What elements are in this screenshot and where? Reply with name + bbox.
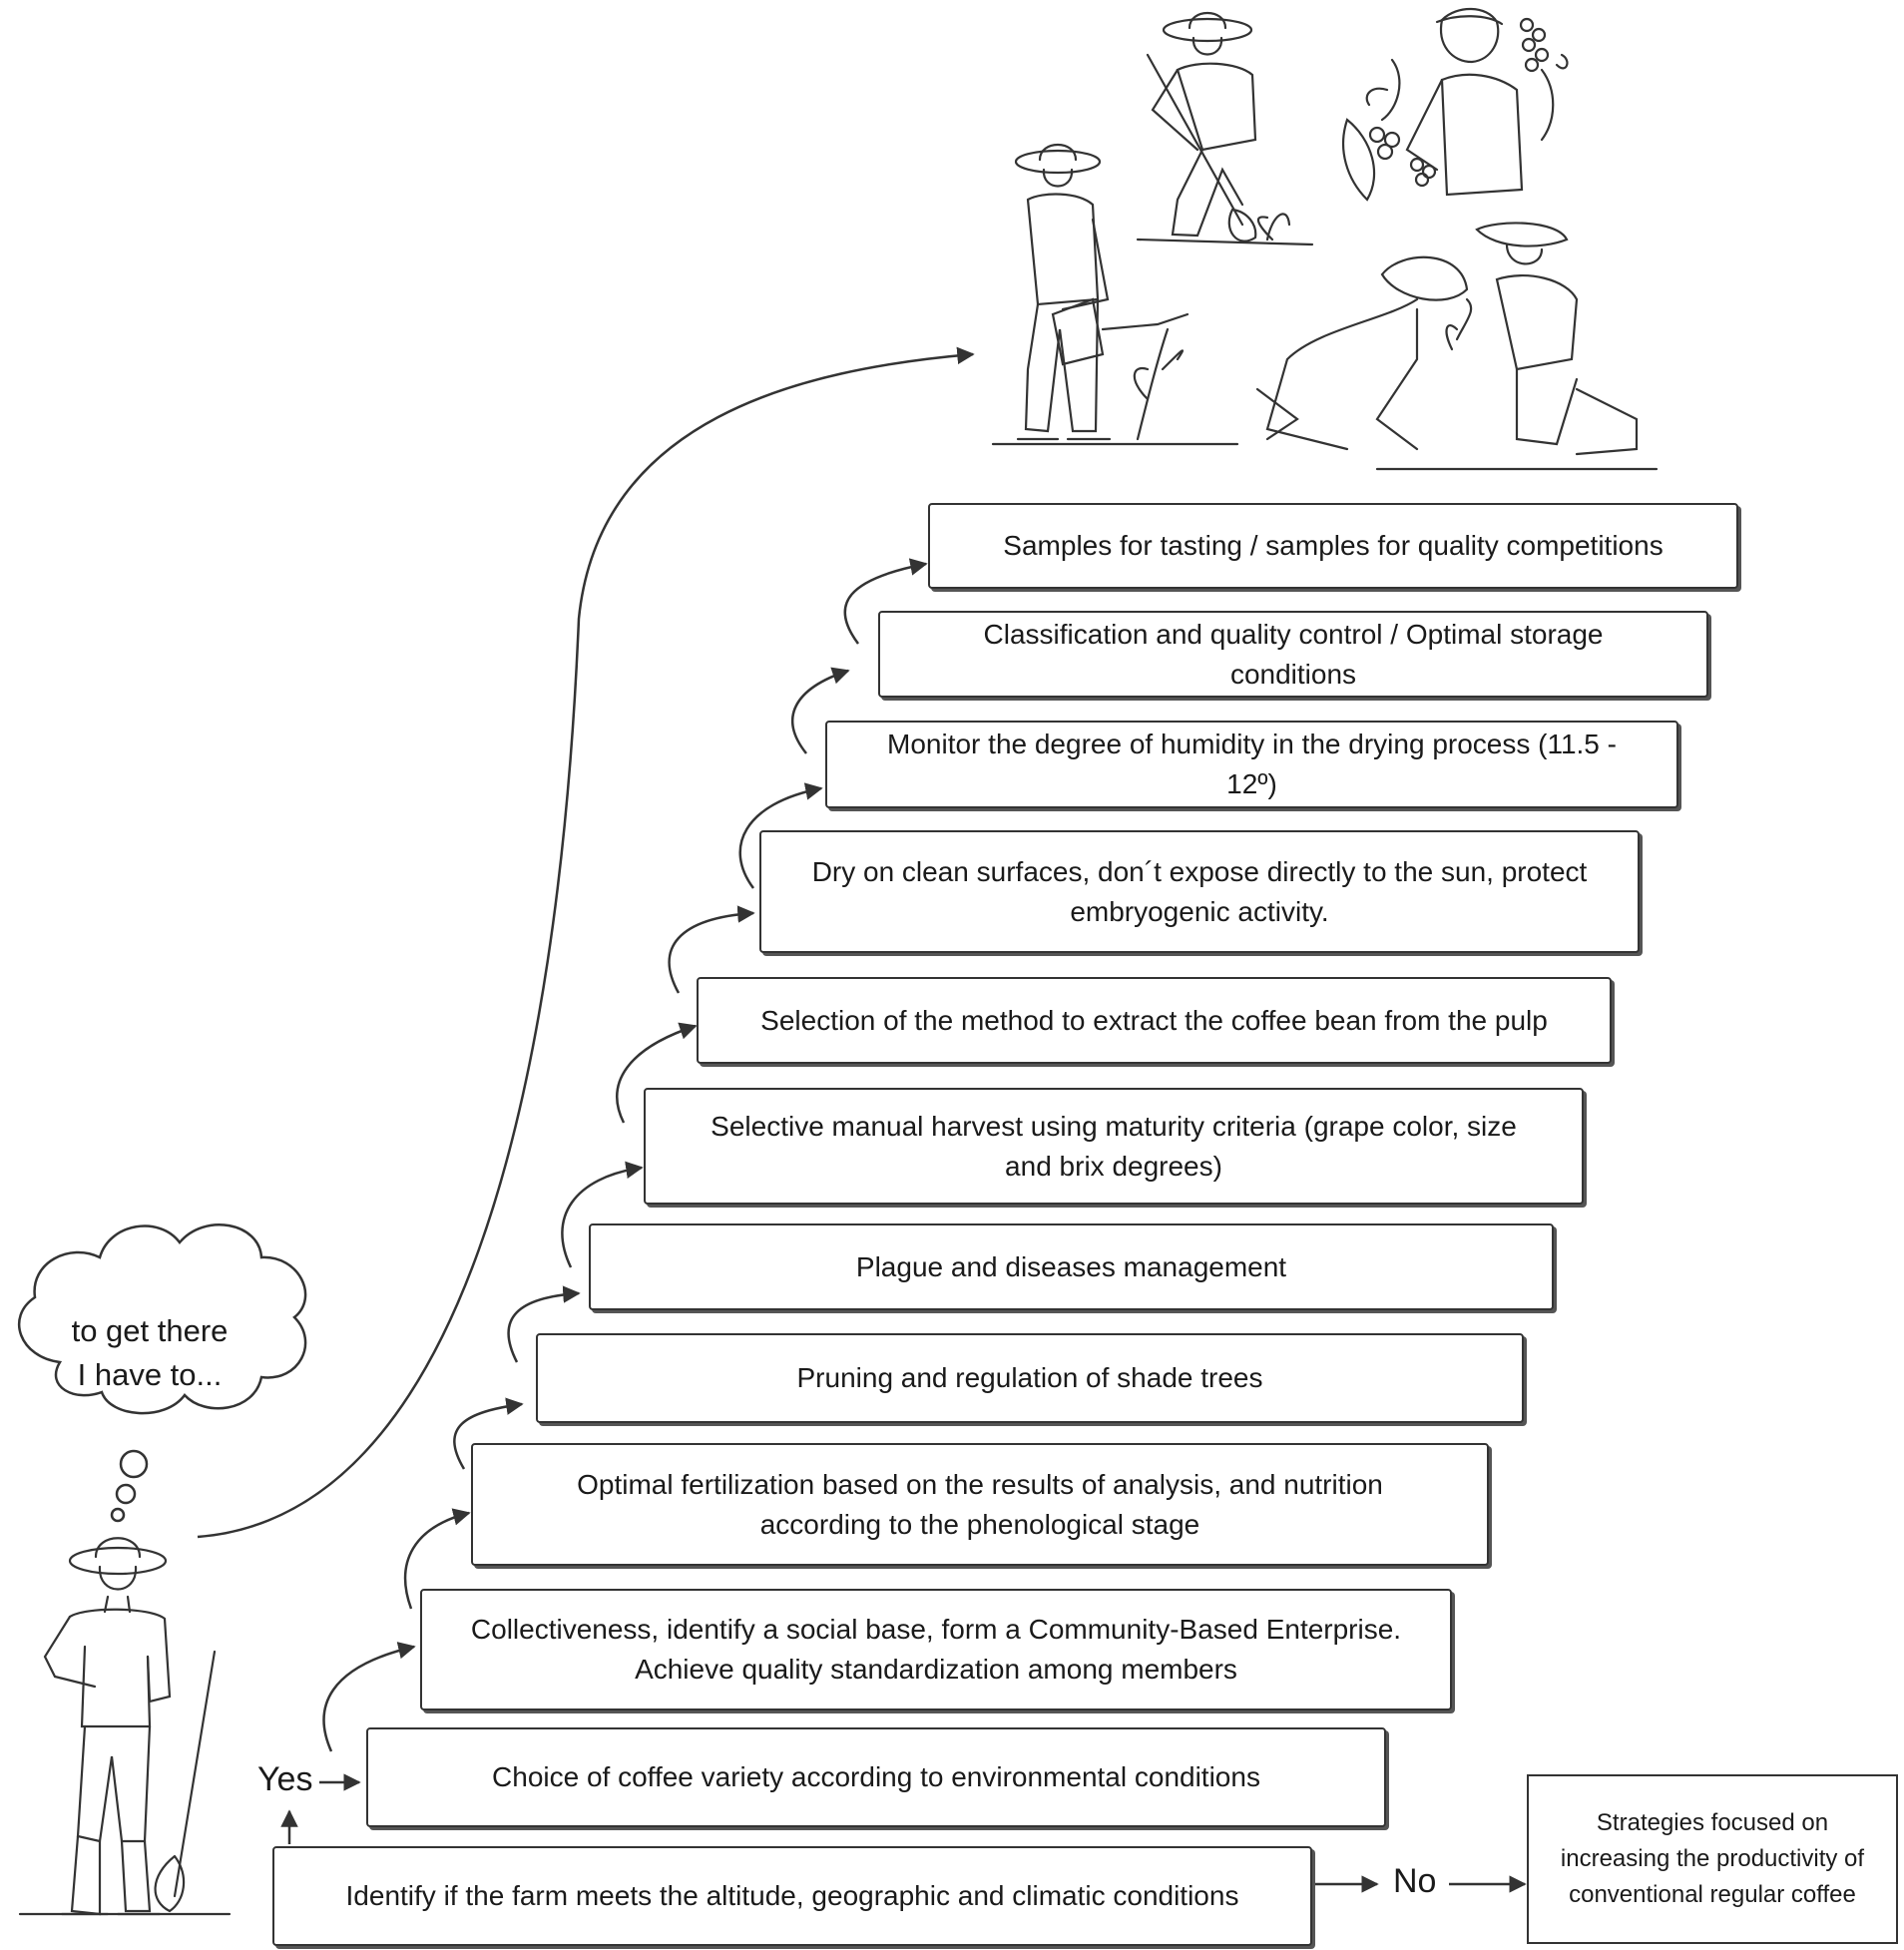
thought-bubble-text: to get there I have to... [50, 1309, 249, 1397]
step-connectors [322, 558, 928, 1752]
yes-label: Yes [257, 1760, 313, 1798]
farmer-icon [18, 1537, 232, 1916]
thought-line-1: to get there [71, 1313, 229, 1348]
strategy-conventional-coffee: Strategies focused on increasing the pro… [1527, 1774, 1898, 1944]
thought-cloud [17, 1223, 307, 1523]
step-02-collectiveness: Collectiveness, identify a social base, … [420, 1589, 1452, 1710]
step-06-harvest: Selective manual harvest using maturity … [644, 1088, 1584, 1205]
step-03-fertilization: Optimal fertilization based on the resul… [471, 1443, 1489, 1566]
no-label: No [1393, 1862, 1437, 1900]
step-09-humidity: Monitor the degree of humidity in the dr… [825, 721, 1678, 808]
step-07-extraction: Selection of the method to extract the c… [697, 977, 1612, 1064]
step-11-samples: Samples for tasting / samples for qualit… [928, 503, 1738, 589]
decision-connectors [280, 1773, 1527, 1893]
thought-line-2: I have to... [77, 1357, 223, 1392]
step-01-variety: Choice of coffee variety according to en… [366, 1727, 1386, 1827]
step-05-plague: Plague and diseases management [589, 1223, 1554, 1310]
step-04-pruning: Pruning and regulation of shade trees [536, 1333, 1524, 1423]
farmers-working-icon [991, 7, 1659, 471]
decision-altitude-conditions: Identify if the farm meets the altitude,… [272, 1846, 1312, 1946]
step-10-classification: Classification and quality control / Opt… [878, 611, 1708, 698]
step-08-drying: Dry on clean surfaces, don´t expose dire… [759, 830, 1640, 953]
goal-arrow [197, 346, 975, 1539]
